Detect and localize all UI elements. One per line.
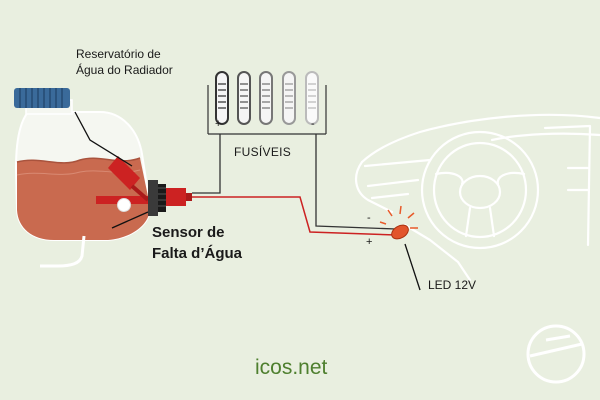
- fuse-block: [215, 71, 319, 125]
- led-minus-sign: -: [367, 212, 371, 224]
- reservoir-label: Reservatório de Água do Radiador: [76, 46, 173, 78]
- sensor-label-line2: Falta d’Água: [152, 245, 243, 262]
- site-label: icos.net: [255, 356, 328, 379]
- car-dashboard-icon: [354, 113, 600, 282]
- sensor-label: Sensor de Falta d’Água: [152, 222, 242, 264]
- led-label: LED 12V: [428, 278, 477, 292]
- fuse-icon: [237, 71, 251, 125]
- fuse-icon: [259, 71, 273, 125]
- fuse-icon: [282, 71, 296, 125]
- sensor-label-line1: Sensor de: [152, 224, 225, 241]
- reservoir-label-line2: Água do Radiador: [76, 63, 173, 77]
- fuse-minus-sign: -: [311, 118, 315, 130]
- reservoir-cap-icon: [14, 88, 70, 108]
- fuse-icon: [305, 71, 319, 125]
- radiator-reservoir: [14, 88, 152, 268]
- led-icon: [379, 205, 418, 240]
- icos-logo-icon: [526, 324, 586, 384]
- fuse-icon: [215, 71, 229, 125]
- water-level-sensor: [96, 156, 192, 216]
- fuses-label: FUSÍVEIS: [234, 145, 292, 159]
- fuse-plus-sign: +: [215, 118, 222, 130]
- reservoir-label-line1: Reservatório de: [76, 47, 161, 61]
- led-plus-sign: +: [366, 236, 373, 248]
- wiring: [74, 85, 421, 291]
